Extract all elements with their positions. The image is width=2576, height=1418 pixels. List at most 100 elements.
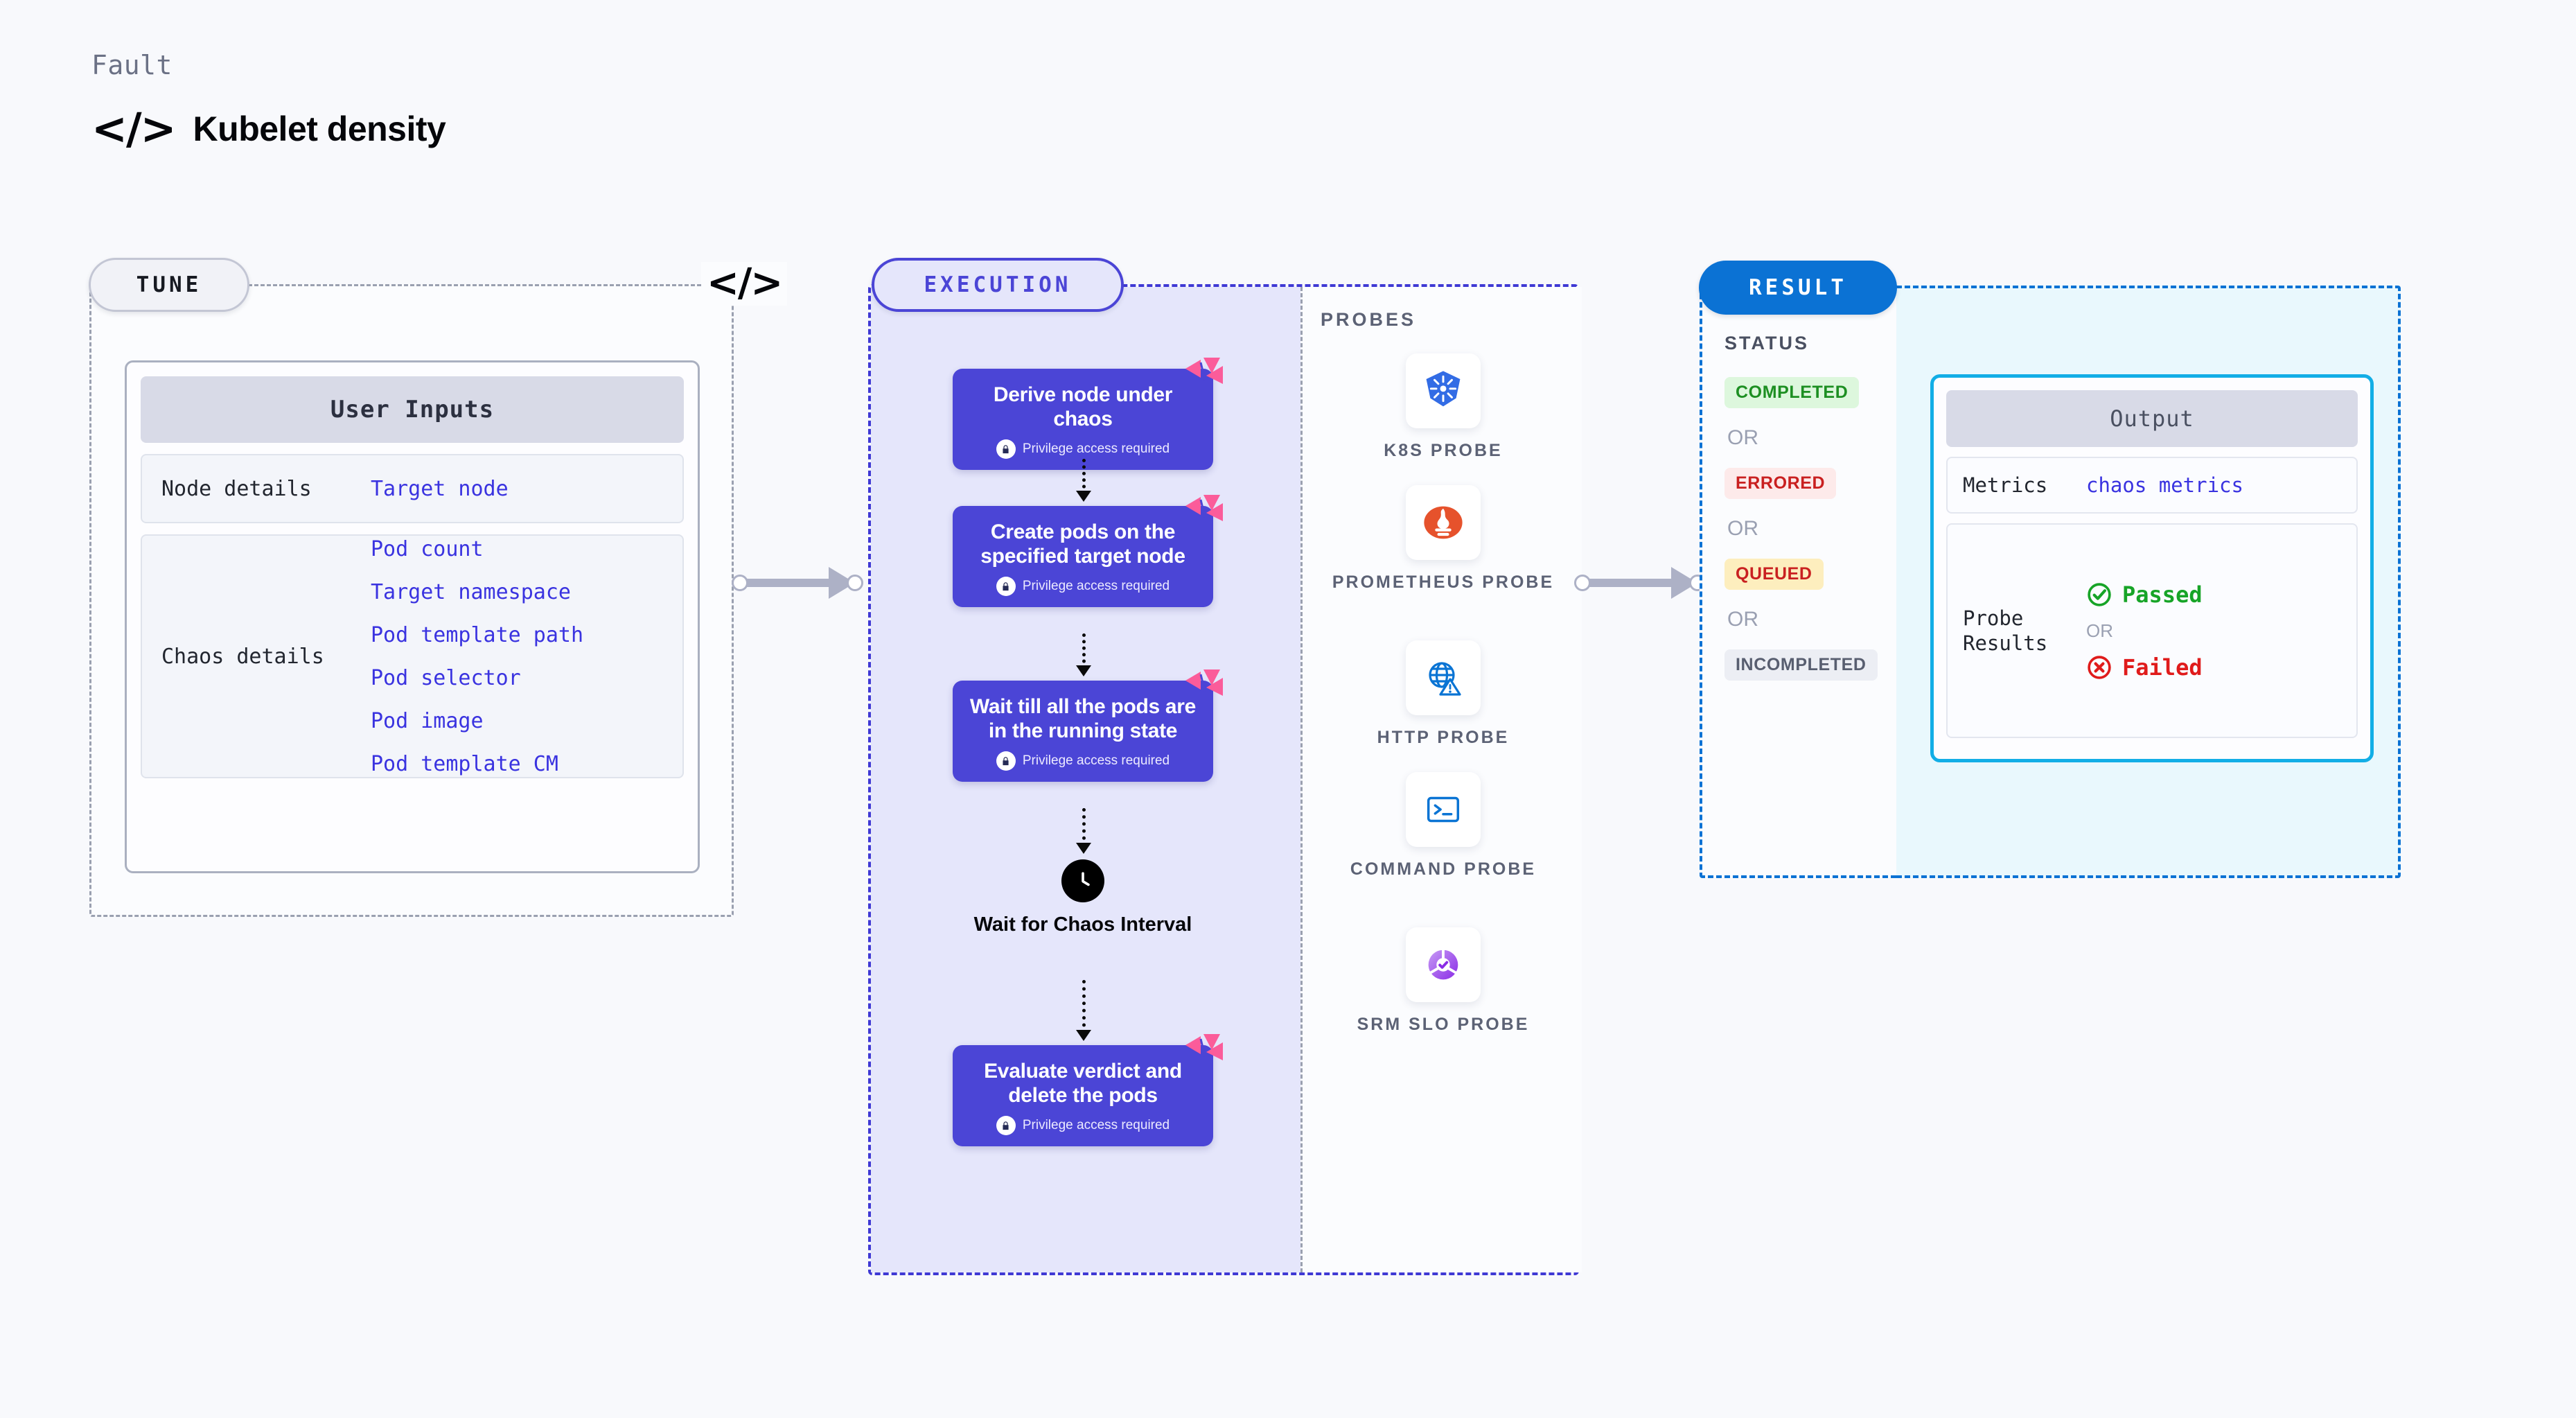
verdict-failed: Failed (2086, 654, 2203, 681)
privilege-note-text: Privilege access required (1022, 753, 1170, 769)
privilege-note: Privilege access required (964, 577, 1202, 597)
result-status-section: STATUS COMPLETED OR ERRORED OR QUEUED OR… (1700, 286, 1896, 878)
probe-verdicts: Passed OR Failed (2086, 581, 2203, 681)
status-badge-incompleted: INCOMPLETED (1724, 649, 1878, 681)
connector-tune-to-execution (732, 567, 870, 599)
probe-item-prometheus[interactable]: PROMETHEUS PROBE (1303, 485, 1584, 595)
flow-connector (1082, 633, 1086, 669)
flow-connector (1082, 808, 1086, 847)
privilege-note-text: Privilege access required (1022, 1118, 1170, 1133)
chaos-badge-icon (1185, 669, 1223, 696)
probes-column: PROBES (1300, 287, 1582, 1272)
result-pill[interactable]: RESULT (1699, 261, 1897, 315)
probe-label: HTTP PROBE (1377, 728, 1510, 747)
lock-icon (996, 439, 1016, 459)
probe-label: COMMAND PROBE (1350, 859, 1537, 879)
flow-node-create-pods[interactable]: Create pods on the specified target node… (953, 495, 1223, 608)
prometheus-icon (1406, 485, 1481, 560)
input-target-namespace[interactable]: Target namespace (371, 579, 571, 604)
chaos-badge-icon (1185, 358, 1223, 384)
flow-connector (1082, 459, 1086, 495)
privilege-note: Privilege access required (964, 751, 1202, 771)
flow-arrowhead-icon (1076, 665, 1091, 676)
verdict-passed: Passed (2086, 581, 2203, 608)
probe-item-command[interactable]: COMMAND PROBE (1303, 772, 1584, 882)
table-row: Chaos details Pod count Target namespace… (141, 534, 684, 778)
probes-title: PROBES (1321, 309, 1417, 330)
execution-section: Derive node under chaos Privilege access… (868, 284, 1582, 1275)
privilege-note: Privilege access required (964, 1116, 1202, 1136)
chaos-badge-icon (1185, 1034, 1223, 1060)
probe-results-label: Probe Results (1963, 606, 2048, 655)
status-title: STATUS (1724, 333, 1809, 353)
srm-slo-icon (1406, 927, 1481, 1002)
execution-pill[interactable]: EXECUTION (872, 258, 1124, 312)
status-badge-errored: ERRORED (1724, 468, 1837, 499)
input-pod-selector[interactable]: Pod selector (371, 665, 521, 690)
or-separator: OR (1727, 517, 1758, 540)
flow-node-evaluate-verdict[interactable]: Evaluate verdict and delete the pods Pri… (953, 1034, 1223, 1147)
chaos-badge-icon (1185, 495, 1223, 521)
page-title: Kubelet density (193, 110, 446, 148)
http-globe-icon (1406, 640, 1481, 715)
metrics-value[interactable]: chaos metrics (2086, 473, 2243, 497)
probe-label: SRM SLO PROBE (1357, 1015, 1530, 1034)
wait-step-label: Wait for Chaos Interval (973, 913, 1192, 936)
user-inputs-card: User Inputs Node details Target node Cha… (125, 360, 700, 873)
flow-node-derive-node[interactable]: Derive node under chaos Privilege access… (953, 358, 1223, 471)
page-title-row: </> Kubelet density (91, 103, 446, 154)
row-label: Chaos details (161, 644, 324, 669)
wait-for-chaos-interval-step: Wait for Chaos Interval (953, 859, 1213, 937)
row-values: Pod count Target namespace Pod template … (371, 518, 583, 796)
flow-arrowhead-icon (1076, 843, 1091, 854)
status-badge-completed: COMPLETED (1724, 377, 1860, 408)
or-separator: OR (1727, 426, 1758, 449)
output-title: Output (1946, 390, 2358, 447)
kubernetes-icon (1406, 353, 1481, 428)
input-pod-template-cm[interactable]: Pod template CM (371, 751, 558, 776)
table-row: Metrics chaos metrics (1946, 457, 2358, 514)
lock-icon (996, 577, 1016, 597)
input-target-node[interactable]: Target node (371, 476, 509, 501)
input-pod-image[interactable]: Pod image (371, 708, 484, 733)
probe-label: PROMETHEUS PROBE (1332, 572, 1555, 592)
privilege-note-text: Privilege access required (1022, 579, 1170, 594)
input-pod-count[interactable]: Pod count (371, 536, 484, 561)
probe-item-srm-slo[interactable]: SRM SLO PROBE (1303, 927, 1584, 1037)
terminal-icon (1406, 772, 1481, 847)
probe-item-k8s[interactable]: K8S PROBE (1303, 353, 1584, 463)
connector-execution-to-result (1574, 567, 1713, 599)
code-brackets-icon: </> (91, 103, 177, 154)
privilege-note-text: Privilege access required (1022, 441, 1170, 457)
check-circle-icon (2088, 582, 2111, 606)
lock-icon (996, 751, 1016, 771)
verdict-label: Failed (2122, 654, 2203, 681)
metrics-label: Metrics (1963, 473, 2048, 497)
probe-label: K8S PROBE (1384, 441, 1503, 460)
verdict-label: Passed (2122, 581, 2203, 608)
flow-arrowhead-icon (1076, 1030, 1091, 1041)
tune-pill[interactable]: TUNE (89, 258, 249, 312)
clock-icon (1061, 859, 1104, 902)
probe-item-http[interactable]: HTTP PROBE (1303, 640, 1584, 750)
flow-node-text: Derive node under chaos (993, 383, 1173, 431)
status-list: COMPLETED OR ERRORED OR QUEUED OR INCOMP… (1724, 377, 1878, 681)
table-row: Node details Target node (141, 454, 684, 523)
flow-node-text: Wait till all the pods are in the runnin… (969, 695, 1197, 743)
flow-node-text: Evaluate verdict and delete the pods (984, 1060, 1182, 1108)
user-inputs-title: User Inputs (141, 376, 684, 443)
lock-icon (996, 1116, 1016, 1136)
status-badge-queued: QUEUED (1724, 559, 1824, 590)
flow-node-stack: Derive node under chaos Privilege access… (871, 287, 1300, 1272)
tune-code-brackets-icon: </> (701, 262, 788, 306)
page-eyebrow: Fault (91, 50, 173, 80)
or-separator: OR (1727, 608, 1758, 631)
output-card: Output Metrics chaos metrics Probe Resul… (1930, 374, 2374, 762)
row-label: Node details (161, 476, 312, 501)
flow-node-text: Create pods on the specified target node (980, 520, 1185, 568)
input-pod-template-path[interactable]: Pod template path (371, 622, 584, 647)
flow-node-wait-running[interactable]: Wait till all the pods are in the runnin… (953, 669, 1223, 782)
execution-flow-panel: Derive node under chaos Privilege access… (871, 287, 1300, 1272)
x-circle-icon (2088, 655, 2111, 679)
